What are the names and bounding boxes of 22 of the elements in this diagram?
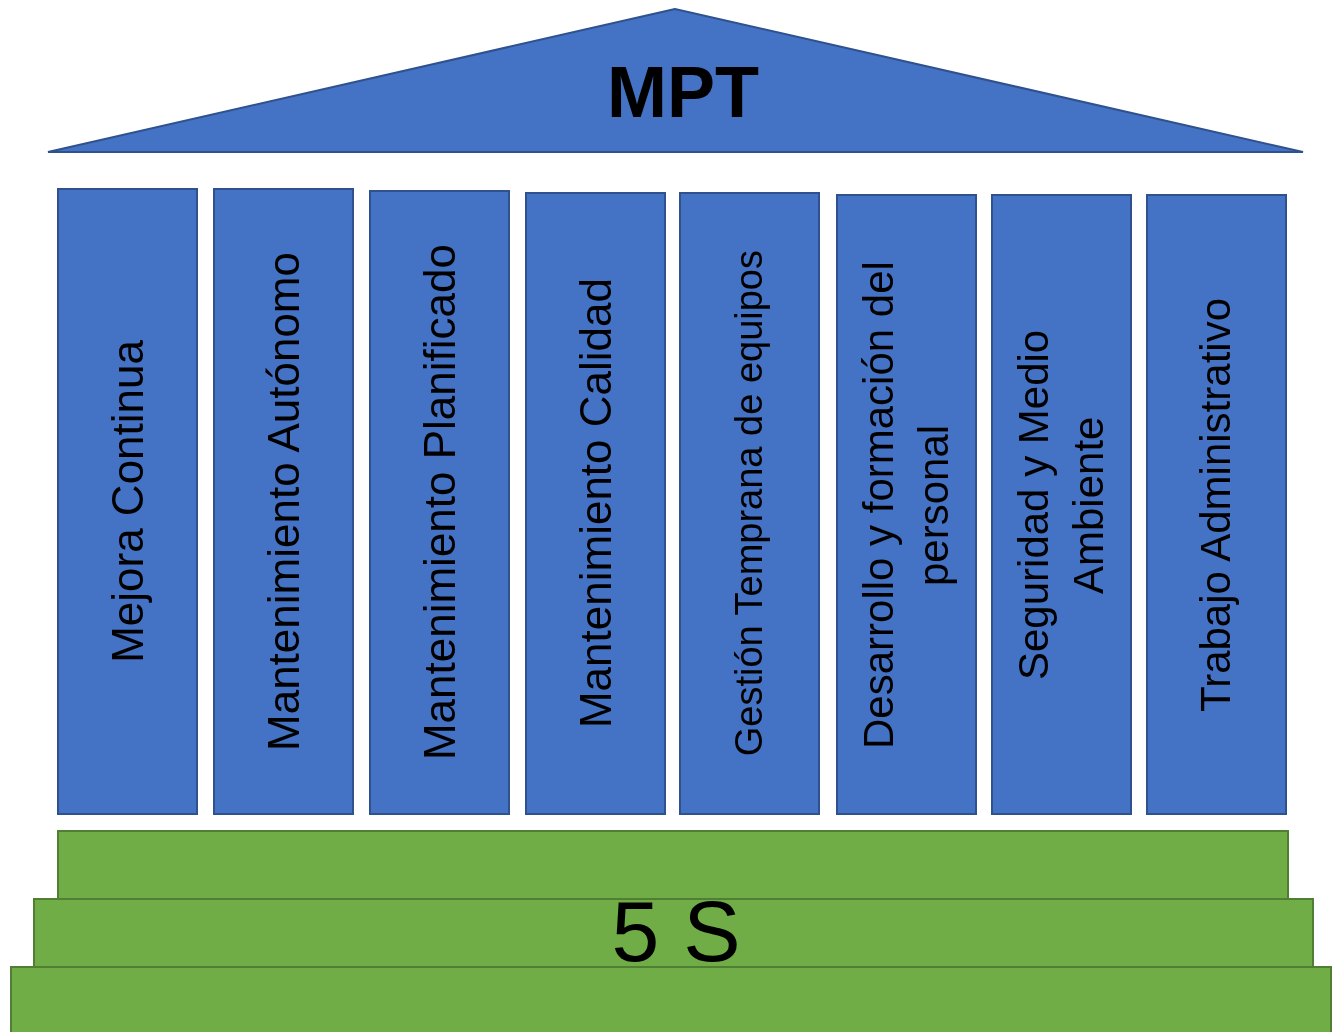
pillar-label: Seguridad y Medio Ambiente (1008, 328, 1113, 682)
step-bar (33, 898, 1314, 968)
pillar (1146, 194, 1287, 815)
step-bar (57, 830, 1289, 900)
foundation-label: 5 S (611, 888, 741, 974)
pillar-label: Desarrollo y formación del personal (853, 259, 958, 751)
pillar (213, 188, 354, 815)
roof-triangle (47, 8, 1304, 153)
pillar (836, 194, 977, 815)
pillar (991, 194, 1132, 815)
pillar-label: Mantenimiento Calidad (569, 278, 621, 729)
pillar (525, 192, 666, 815)
pillar-label: Mejora Continua (101, 340, 153, 663)
pillar-label: Trabajo Administrativo (1191, 297, 1241, 712)
pillar-label: Gestión Temprana de equipos (726, 250, 771, 757)
pillar-label: Mantenimiento Planificado (413, 244, 465, 761)
step-bar (10, 966, 1332, 1032)
pillar (57, 188, 198, 815)
roof-title: MPT (607, 56, 760, 128)
pillar-label: Mantenimiento Autónomo (257, 252, 309, 751)
pillar (369, 190, 510, 815)
pillar (679, 192, 820, 815)
